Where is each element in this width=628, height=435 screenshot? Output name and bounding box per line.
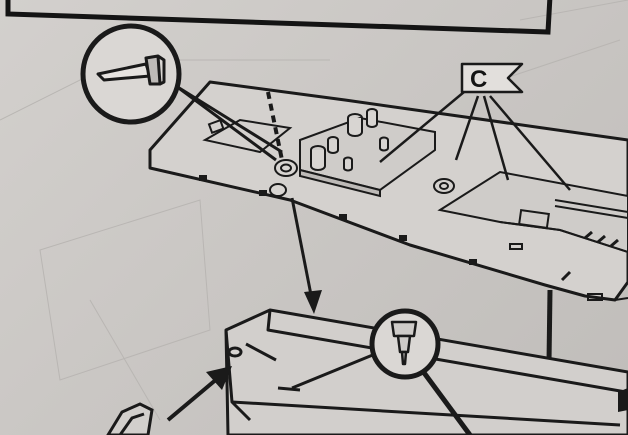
hobby-knife-icon (96, 54, 166, 86)
top-frame-box (5, 0, 553, 35)
pin-icon (390, 320, 418, 366)
knife-callout-leaders (175, 84, 283, 162)
partial-part-bottom-left (106, 402, 154, 435)
pin-callout (291, 308, 473, 435)
part-label-c: C (470, 66, 487, 93)
deck-plate (148, 80, 628, 302)
part-c-leaders (379, 91, 571, 191)
hull-part (224, 308, 628, 435)
hobby-knife-callout (80, 23, 182, 125)
part-label-flag: C (460, 62, 524, 94)
assembly-arrow-down (290, 197, 322, 314)
insertion-arrow (166, 366, 232, 422)
deck-details (202, 108, 628, 301)
right-edge-marker (618, 388, 628, 412)
